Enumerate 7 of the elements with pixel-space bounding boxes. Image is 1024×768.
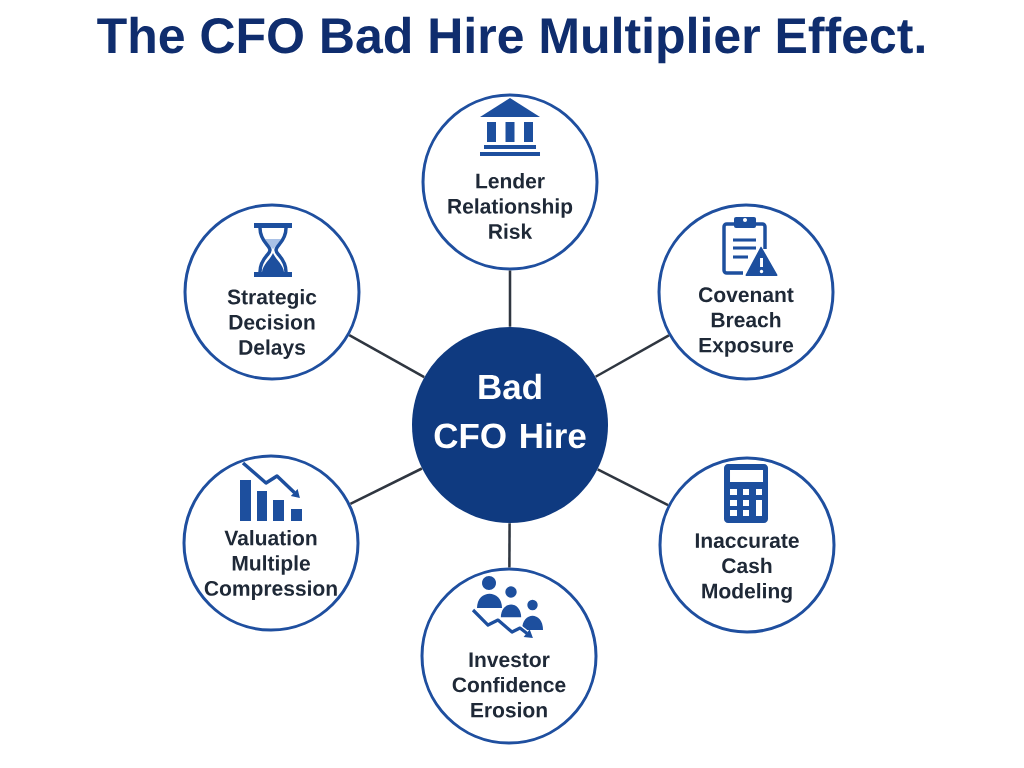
connector-line [508, 523, 511, 568]
connector-line [508, 270, 512, 327]
connector-line [349, 467, 423, 505]
connector-line [595, 334, 670, 378]
connector-line [348, 334, 425, 379]
connector-line [597, 468, 669, 507]
title: The CFO Bad Hire Multiplier Effect. [97, 16, 924, 64]
